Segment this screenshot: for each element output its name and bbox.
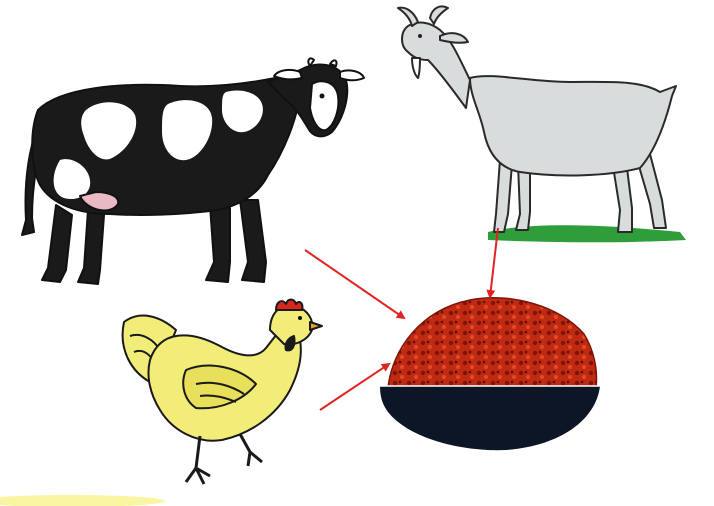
arrow-chicken-to-feed <box>320 364 389 410</box>
arrow-cow-to-feed <box>305 250 404 318</box>
chicken-icon <box>123 300 322 485</box>
highlight-stroke <box>0 495 165 506</box>
goat-icon <box>398 6 686 242</box>
feed-bowl-icon <box>380 298 600 450</box>
cow-icon <box>22 58 364 284</box>
